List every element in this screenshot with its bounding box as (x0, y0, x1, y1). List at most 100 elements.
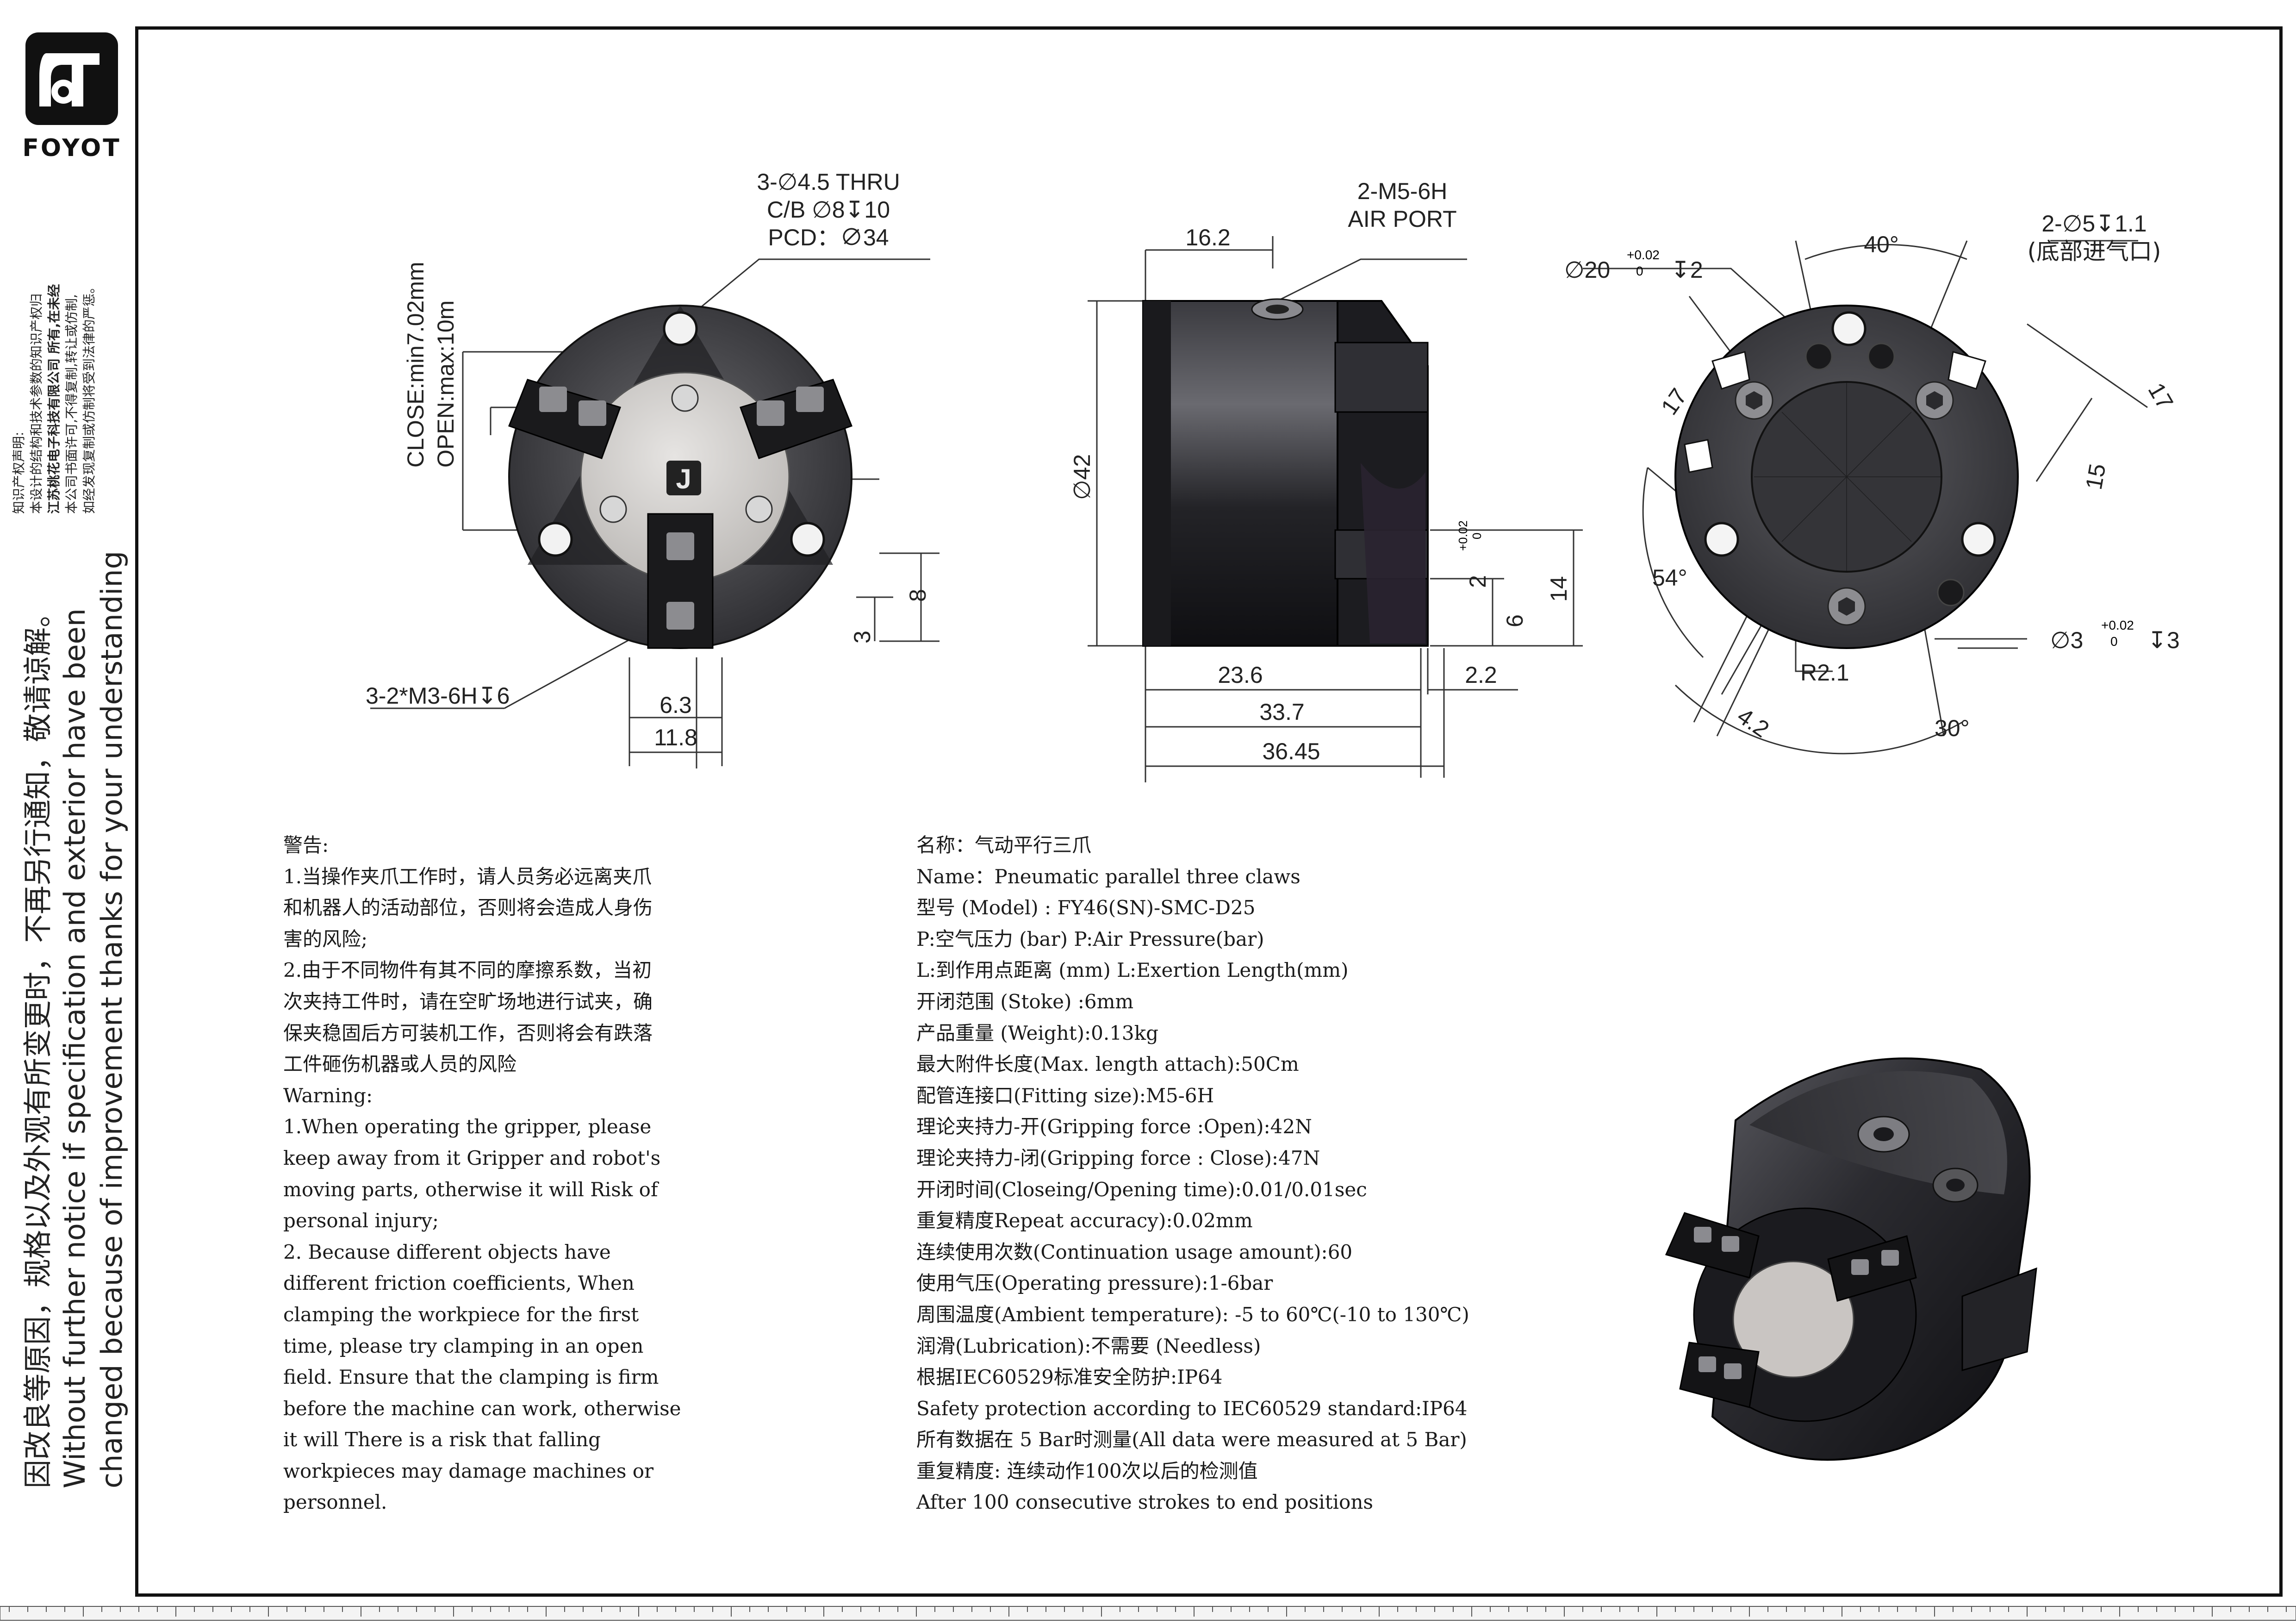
bore-tolerance-upper: +0.02 (1627, 248, 1660, 262)
pin-tolerance-upper: +0.02 (2101, 618, 2134, 632)
dim-3: 3 (849, 631, 875, 643)
hole-callout-line: PCD：∅34 (768, 225, 889, 250)
bottom-ruler (0, 1606, 2296, 1621)
text-line: 使用气压(Operating pressure):1-6bar (916, 1272, 1273, 1295)
bore-diameter: ∅20 (1564, 257, 1610, 283)
notice-line: changed because of improvement thanks fo… (95, 550, 129, 1488)
air-port-callout-line: AIR PORT (1348, 206, 1456, 232)
front-view: J 3-∅4.5 THRU C/B ∅8↧10 PCD：∅34 CLOSE:mi… (366, 169, 940, 768)
ip-line: 本设计的结构和技术参数的知识产权归 (29, 293, 44, 514)
text-line: 名称：气动平行三爪 (916, 834, 1092, 856)
face-logo-mark: J (676, 463, 691, 494)
text-line: 最大附件长度(Max. length attach):50Cm (916, 1053, 1299, 1076)
text-line: 1.当操作夹爪工作时，请人员务必远离夹爪 (283, 865, 652, 888)
dim-4-2: 4.2 (1733, 703, 1774, 743)
angle-30: 30° (1935, 715, 1970, 741)
bore-depth: ↧2 (1671, 257, 1703, 283)
text-line: 开闭范围 (Stoke) :6mm (916, 990, 1134, 1013)
brand-name: FOYOT (22, 134, 121, 162)
stroke-close-label: CLOSE:min7.02mm (403, 262, 429, 468)
text-line: 所有数据在 5 Bar时测量(All data were measured at… (916, 1428, 1467, 1451)
ip-line: 知识产权声明: (11, 431, 26, 514)
text-line: keep away from it Gripper and robot's (283, 1146, 661, 1169)
dim-14: 14 (1546, 576, 1572, 602)
text-line: 润滑(Lubrication):不需要 (Needless) (916, 1334, 1261, 1357)
text-line: before the machine can work, otherwise (283, 1397, 681, 1420)
ip-line: 如经发现复制或仿制将受到法律的严惩。 (81, 280, 97, 514)
notice-line: Without further notice if specification … (58, 608, 92, 1488)
angle-40: 40° (1864, 231, 1899, 257)
text-line: 型号 (Model) : FY46(SN)-SMC-D25 (916, 896, 1256, 919)
change-notice: 因改良等原因，规格以及外观有所变更时，不再另行通知，敬请谅解。 Without … (19, 551, 131, 1488)
text-line: 产品重量 (Weight):0.13kg (916, 1021, 1158, 1044)
text-line: clamping the workpiece for the first (283, 1303, 639, 1326)
text-line: time, please try clamping in an open (283, 1334, 644, 1357)
dim-42: ∅42 (1069, 454, 1095, 500)
hole-callout-line: C/B ∅8↧10 (767, 197, 890, 223)
text-line: 重复精度Repeat accuracy):0.02mm (916, 1209, 1253, 1232)
text-line: P:空气压力 (bar) P:Air Pressure(bar) (916, 927, 1264, 950)
rear-view: ∅20 +0.02 0 ↧2 2-∅5↧1.1 (底部进气口) 40° 17 1… (1564, 211, 2180, 755)
text-line: 和机器人的活动部位，否则将会造成人身伤 (283, 896, 653, 919)
text-line: L:到作用点距离 (mm) L:Exertion Length(mm) (916, 959, 1349, 982)
text-line: personal injury; (283, 1209, 439, 1232)
dim-8: 8 (905, 589, 931, 602)
hole-pair-note: (底部进气口) (2027, 238, 2161, 265)
gripper-isometric-render (1665, 1057, 2037, 1461)
text-line: After 100 consecutive strokes to end pos… (916, 1491, 1373, 1514)
side-view: 2-M5-6H AIR PORT 16.2 ∅42 +0.02 0 2 6 14… (1069, 178, 1583, 782)
text-line: different friction coefficients, When (283, 1272, 635, 1295)
stroke-open-label: OPEN:max:10m (433, 300, 459, 468)
text-line: 害的风险; (283, 927, 368, 950)
warning-block: 警告: 1.当操作夹爪工作时，请人员务必远离夹爪和机器人的活动部位，否则将会造成人… (283, 830, 681, 1518)
ip-statement: 知识产权声明: 本设计的结构和技术参数的知识产权归 江苏桃花电子科技有限公司 所… (10, 281, 98, 514)
text-line: 2. Because different objects have (283, 1240, 611, 1263)
dim-23-6: 23.6 (1218, 662, 1263, 688)
dim-6: 6 (1502, 614, 1528, 627)
dim-36-45: 36.45 (1262, 738, 1320, 764)
bore-tolerance-lower: 0 (1636, 264, 1643, 278)
text-line: moving parts, otherwise it will Risk of (283, 1178, 658, 1201)
hole-callout-line: 3-∅4.5 THRU (757, 169, 900, 195)
notice-line: 因改良等原因，规格以及外观有所变更时，不再另行通知，敬请谅解。 (21, 598, 55, 1488)
dim-11-8: 11.8 (654, 725, 697, 750)
text-line: 重复精度: 连续动作100次以后的检测值 (916, 1459, 1258, 1482)
text-line: 配管连接口(Fitting size):M5-6H (916, 1084, 1214, 1107)
text-line: workpieces may damage machines or (283, 1459, 654, 1482)
text-line: 根据IEC60529标准安全防护:IP64 (916, 1366, 1223, 1389)
text-line: 连续使用次数(Continuation usage amount):60 (916, 1240, 1353, 1263)
tolerance-upper: +0.02 (1456, 520, 1470, 551)
text-line: personnel. (283, 1491, 387, 1514)
text-line: 理论夹持力-开(Gripping force :Open):42N (916, 1115, 1312, 1138)
air-port-callout-line: 2-M5-6H (1357, 178, 1447, 204)
text-line: 次夹持工件时，请在空旷场地进行试夹，确 (283, 990, 653, 1013)
pin-hole-diameter: ∅3 (2050, 627, 2083, 653)
dim-6-3: 6.3 (660, 692, 692, 718)
foyot-logo-icon (25, 32, 118, 125)
text-line: 1.When operating the gripper, please (283, 1115, 652, 1138)
dim-17-right: 17 (2143, 379, 2178, 414)
text-line: 警告: (283, 834, 329, 856)
thread-callout: 3-2*M3-6H↧6 (366, 683, 510, 709)
text-line: field. Ensure that the clamping is firm (283, 1366, 659, 1389)
text-line: Warning: (283, 1084, 373, 1107)
text-line: 周围温度(Ambient temperature): -5 to 60℃(-10… (916, 1303, 1469, 1326)
text-line: 开闭时间(Closeing/Opening time):0.01/0.01sec (916, 1178, 1367, 1201)
dim-33-7: 33.7 (1259, 699, 1304, 725)
dim-2: 2 (1465, 575, 1491, 588)
text-line: it will There is a risk that falling (283, 1428, 601, 1451)
tolerance-lower: 0 (1470, 533, 1484, 539)
text-line: 理论夹持力-闭(Gripping force : Close):47N (916, 1146, 1320, 1169)
pin-tolerance-lower: 0 (2110, 634, 2118, 649)
angle-54: 54° (1652, 565, 1687, 591)
ip-line: 本公司书面许可,不得复制,转让或仿制, (64, 294, 79, 514)
hole-pair-callout: 2-∅5↧1.1 (2041, 211, 2147, 237)
text-line: 2.由于不同物件有其不同的摩擦系数，当初 (283, 959, 652, 982)
dim-16-2: 16.2 (1185, 225, 1230, 250)
ip-line: 江苏桃花电子科技有限公司 所有,在未经 (46, 284, 62, 514)
radius-r2-1: R2.1 (1800, 660, 1849, 686)
pin-depth: ↧3 (2147, 627, 2180, 653)
text-line: 保夹稳固后方可装机工作，否则将会有跌落 (283, 1021, 653, 1044)
